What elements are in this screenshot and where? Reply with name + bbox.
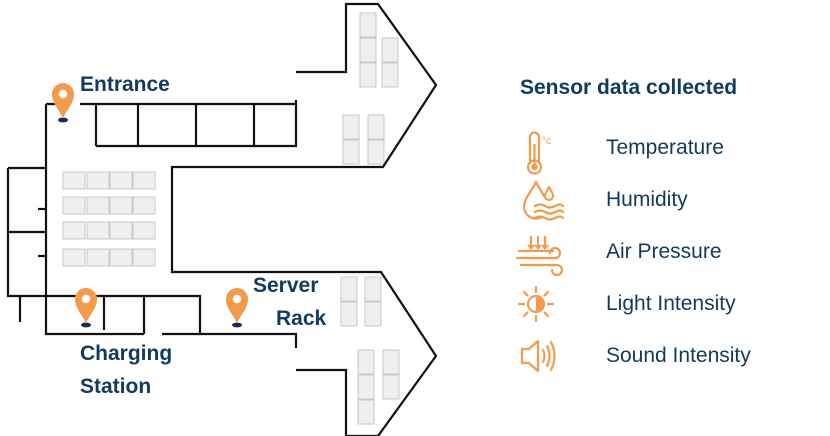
air-pressure-icon bbox=[515, 235, 564, 277]
server-rack-label-line1: Server bbox=[253, 274, 319, 297]
walls bbox=[6, 2, 438, 436]
server-rack-pin-icon bbox=[226, 288, 248, 328]
entrance-label: Entrance bbox=[80, 73, 170, 96]
shelves bbox=[62, 12, 400, 425]
sun-icon bbox=[517, 285, 555, 323]
legend-label-humidity: Humidity bbox=[606, 188, 688, 211]
legend-item-air-pressure: Air Pressure bbox=[515, 231, 815, 277]
humidity-icon bbox=[522, 180, 565, 221]
speaker-icon bbox=[520, 339, 556, 373]
legend-item-light-intensity: Light Intensity bbox=[515, 283, 815, 323]
charging-station-label-line2: Station bbox=[80, 375, 152, 398]
svg-text:°c: °c bbox=[542, 136, 551, 147]
legend-item-humidity: Humidity bbox=[515, 179, 815, 221]
floor-plan bbox=[6, 2, 438, 436]
legend-item-temperature: °c Temperature bbox=[515, 127, 815, 175]
legend-label-sound-intensity: Sound Intensity bbox=[606, 344, 751, 367]
legend-item-sound-intensity: Sound Intensity bbox=[515, 335, 815, 375]
charging-station-label-line1: Charging bbox=[80, 342, 173, 365]
legend-label-light-intensity: Light Intensity bbox=[606, 292, 736, 315]
legend-label-air-pressure: Air Pressure bbox=[606, 240, 722, 263]
thermometer-icon: °c bbox=[526, 131, 551, 175]
entrance-pin-icon bbox=[52, 83, 74, 123]
charging-station-pin-icon bbox=[75, 288, 97, 328]
server-rack-label-line2: Rack bbox=[276, 307, 327, 330]
legend-title: Sensor data collected bbox=[520, 76, 738, 99]
legend-label-temperature: Temperature bbox=[606, 136, 724, 159]
